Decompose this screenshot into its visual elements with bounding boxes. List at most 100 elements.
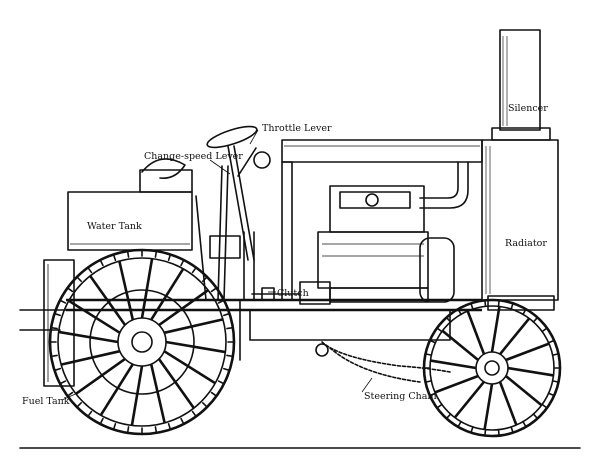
wheel-spoke xyxy=(130,365,144,426)
tread-lug xyxy=(154,250,158,258)
tread-lug xyxy=(167,253,172,262)
wheel-spoke xyxy=(60,349,121,366)
label-steering-chain: Steering Chain xyxy=(364,391,437,402)
tread-lug xyxy=(551,380,560,383)
wheel-spoke xyxy=(430,359,477,370)
tread-lug xyxy=(551,353,560,356)
wheel-spoke xyxy=(58,330,119,344)
tread-lug xyxy=(50,354,58,358)
wheel-spoke xyxy=(507,366,554,377)
tread-lug xyxy=(112,253,117,262)
wheel-spoke xyxy=(498,317,531,355)
tread-lug xyxy=(76,276,82,282)
wheel-spoke xyxy=(89,275,127,326)
seat-support xyxy=(195,195,255,361)
tread-lug xyxy=(222,367,231,372)
wheel-spoke xyxy=(505,374,543,407)
tread-lug xyxy=(50,326,58,330)
wheel-spoke xyxy=(466,310,486,355)
tread-lug xyxy=(210,287,218,293)
tread-lug xyxy=(497,428,500,437)
tread-lug xyxy=(191,410,197,418)
leader-lines xyxy=(61,129,373,401)
tread-lug xyxy=(126,426,130,434)
fuel-tank xyxy=(43,259,75,387)
tread-lug xyxy=(53,367,62,372)
wheel-spoke xyxy=(158,289,209,327)
wheel-spoke xyxy=(441,329,479,362)
tread-lug xyxy=(126,250,130,258)
wheel-spoke xyxy=(150,268,185,321)
tread-lug xyxy=(484,428,487,437)
wheel-spoke xyxy=(165,340,226,354)
tread-lug xyxy=(424,380,433,383)
wheel-spoke xyxy=(140,258,154,319)
tread-lug xyxy=(547,392,555,397)
tread-lug xyxy=(547,339,555,344)
silencer xyxy=(491,29,551,141)
tread-lug xyxy=(66,391,74,397)
label-fuel-tank: Fuel Tank xyxy=(22,396,70,407)
top-water-pipe xyxy=(281,139,483,209)
wheel-spoke xyxy=(99,363,134,416)
water-tank xyxy=(67,158,193,251)
tread-lug xyxy=(191,266,197,274)
tread-lug xyxy=(112,422,117,431)
tread-lug xyxy=(222,312,231,317)
wheel-spoke xyxy=(483,383,494,430)
tread-lug xyxy=(202,402,208,408)
tread-lug xyxy=(217,380,225,385)
tread-lug xyxy=(76,402,82,408)
label-silencer: Silencer xyxy=(508,103,548,114)
change-speed-lever xyxy=(209,165,241,301)
wheel-spoke xyxy=(453,381,486,419)
tread-lug xyxy=(457,308,462,316)
tread-lug xyxy=(510,302,514,310)
tread-lug xyxy=(470,426,474,434)
tread-lug xyxy=(424,353,433,356)
rear-wheel xyxy=(48,248,236,436)
tread-lug xyxy=(180,259,185,267)
wheel-spoke xyxy=(163,318,224,335)
radiator xyxy=(481,139,559,311)
tread-lug xyxy=(66,287,74,293)
tread-lug xyxy=(429,392,437,397)
tread-lug xyxy=(99,259,104,267)
wheel-spoke xyxy=(490,306,501,353)
wheel-spoke xyxy=(157,358,195,409)
wheel-spoke xyxy=(118,260,135,321)
tread-lug xyxy=(154,426,158,434)
tread-lug xyxy=(497,299,500,308)
tread-lug xyxy=(59,299,67,304)
tread-lug xyxy=(436,327,443,333)
wheel-spoke xyxy=(498,381,518,426)
wheel-spoke xyxy=(505,342,550,362)
tread-lug xyxy=(429,339,437,344)
tread-lug xyxy=(217,299,225,304)
tread-lug xyxy=(99,417,104,425)
tread-lug xyxy=(59,380,67,385)
tread-lug xyxy=(522,420,527,428)
label-radiator: Radiator xyxy=(505,238,547,249)
label-water-tank: Water Tank xyxy=(87,221,142,232)
tread-lug xyxy=(445,413,452,420)
front-wheel xyxy=(422,298,562,438)
tread-lug xyxy=(53,312,62,317)
tread-lug xyxy=(532,316,539,323)
wheel-spoke xyxy=(75,357,126,395)
tread-lug xyxy=(436,403,443,409)
wheel-spoke xyxy=(149,363,166,424)
tread-lug xyxy=(522,308,527,316)
tread-lug xyxy=(210,391,218,397)
tread-lug xyxy=(484,299,487,308)
tread-lug xyxy=(541,403,548,409)
label-clutch: Clutch xyxy=(277,288,309,299)
label-change-speed-lever: Change-speed Lever xyxy=(144,151,243,162)
tread-lug xyxy=(457,420,462,428)
label-throttle-lever: Throttle Lever xyxy=(262,123,332,134)
tread-lug xyxy=(541,327,548,333)
wheel-spoke xyxy=(434,374,479,394)
wheel-spoke xyxy=(68,299,121,334)
